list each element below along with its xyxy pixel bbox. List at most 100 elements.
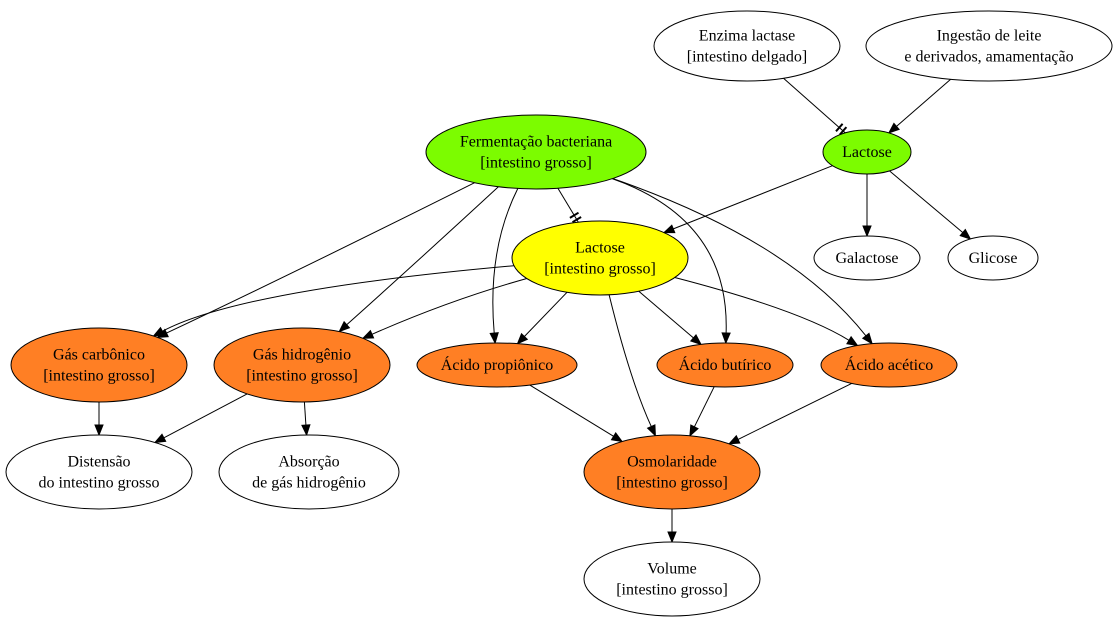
node-ellipse (416, 342, 578, 388)
arrowhead (646, 424, 656, 437)
arrowhead (610, 432, 624, 443)
node-galactose: Galactose (813, 235, 921, 281)
edge-line (529, 384, 614, 437)
node-osmolaridade: Osmolaridade[intestino grosso] (583, 434, 761, 510)
node-label: Distensão (67, 454, 130, 471)
edge-fermentacao-to-acido-acetico (612, 178, 873, 345)
edge-line (608, 294, 652, 427)
edge-line (612, 178, 867, 337)
node-label: [intestino grosso] (544, 261, 656, 278)
node-label: Glicose (969, 250, 1018, 267)
node-label: Ácido propiônico (441, 355, 553, 374)
edge-gas-hidrogenio-to-distensao (153, 393, 248, 444)
edge-line (371, 278, 527, 335)
arrowhead (689, 424, 699, 438)
node-ellipse (10, 327, 188, 403)
node-ellipse (822, 129, 912, 175)
nodes-layer: Enzima lactase[intestino delgado] Ingestã… (5, 10, 1113, 617)
node-ellipse (218, 434, 400, 510)
node-ellipse (865, 10, 1113, 82)
node-label: Volume (647, 561, 696, 578)
node-label: Ácido butírico (679, 355, 772, 374)
edge-line (783, 77, 846, 134)
edge-lactose-ig-to-acido-acetico (674, 277, 859, 347)
node-enzima-lactase: Enzima lactase[intestino delgado] (653, 10, 841, 82)
inhibition-bar (571, 216, 582, 224)
node-label: Fermentação bacteriana (460, 134, 612, 151)
arrowhead (662, 224, 676, 234)
arrowhead (338, 320, 351, 333)
node-ellipse (813, 235, 921, 281)
node-glicose: Glicose (947, 235, 1039, 281)
node-label: de gás hidrogênio (252, 475, 366, 492)
edge-line (612, 178, 727, 334)
edge-lactose-ig-to-gas-hidrogenio (361, 278, 527, 339)
arrowhead (301, 424, 311, 437)
node-gas-carbonico: Gás carbônico [intestino grosso] (10, 327, 188, 403)
arrowhead (862, 225, 872, 238)
edge-acido-propionico-to-osmolaridade (529, 384, 624, 443)
edge-line (896, 78, 952, 127)
edge-acido-acetico-to-osmolaridade (727, 382, 852, 445)
edge-line (674, 277, 850, 341)
arrowhead (721, 332, 731, 345)
node-label: Osmolaridade (627, 454, 717, 471)
edge-line (163, 393, 248, 439)
arrowhead (959, 228, 972, 240)
node-ellipse (583, 434, 761, 510)
node-ellipse (213, 327, 391, 403)
edge-line (492, 188, 519, 334)
edge-lactose-top-to-lactose-ig (662, 165, 833, 234)
arrowhead (152, 326, 166, 337)
edge-fermentacao-to-gas-hidrogenio (338, 186, 499, 333)
inhibition-bar (569, 211, 580, 219)
edge-osmolaridade-to-volume (667, 509, 677, 544)
edge-line (889, 170, 964, 233)
node-label: Gás hidrogênio (253, 347, 351, 364)
node-lactose-top: Lactose (822, 129, 912, 175)
edge-lactose-ig-to-osmolaridade (608, 294, 656, 437)
inhibition-bar (835, 123, 844, 132)
arrowhead (727, 434, 741, 445)
arrowhead (689, 334, 703, 346)
node-label: Ácido acético (845, 355, 933, 374)
node-lactose-ig: Lactose [intestino grosso] (511, 220, 689, 296)
node-label: Enzima lactase (699, 28, 795, 45)
node-label: Ingestão de leite (937, 28, 1042, 45)
node-label: [intestino grosso] (43, 368, 155, 385)
node-label: Galactose (835, 250, 898, 267)
edge-fermentacao-to-acido-butirico (612, 178, 731, 345)
node-ellipse (511, 220, 689, 296)
arrowhead (887, 122, 900, 134)
node-ingestao-leite: Ingestão de leite e derivados, amamentaçã… (865, 10, 1113, 82)
arrowhead (489, 332, 499, 345)
edge-line (166, 182, 475, 334)
arrowhead (846, 335, 859, 347)
node-label: [intestino grosso] (480, 155, 592, 172)
node-volume: Volume [intestino grosso] (583, 541, 761, 617)
node-acido-acetico: Ácido acético (820, 342, 958, 388)
edge-line (524, 291, 568, 337)
edge-lactose-ig-to-acido-propionico (516, 291, 568, 345)
node-label: Absorção (278, 454, 339, 471)
node-label: e derivados, amamentação (904, 49, 1073, 66)
arrowhead (94, 424, 104, 437)
edge-lactose-top-to-glicose (889, 170, 972, 240)
edge-fermentacao-to-acido-propionico (489, 188, 519, 345)
edge-line (638, 290, 694, 339)
node-ellipse (5, 434, 193, 510)
node-absorcao: Absorção de gás hidrogênio (218, 434, 400, 510)
edge-line (737, 382, 852, 440)
node-label: Gás carbônico (53, 347, 145, 364)
edge-lactose-ig-to-acido-butirico (638, 290, 703, 346)
node-gas-hidrogenio: Gás hidrogênio[intestino grosso] (213, 327, 391, 403)
arrowhead (153, 433, 167, 444)
node-label: [intestino grosso] (616, 582, 728, 599)
edge-enzima-lactase-to-lactose-top (783, 77, 848, 136)
edge-line (162, 265, 514, 332)
node-label: Lactose (575, 240, 625, 257)
arrowhead (667, 531, 677, 544)
edge-lactose-ig-to-gas-carbonico (152, 265, 514, 337)
